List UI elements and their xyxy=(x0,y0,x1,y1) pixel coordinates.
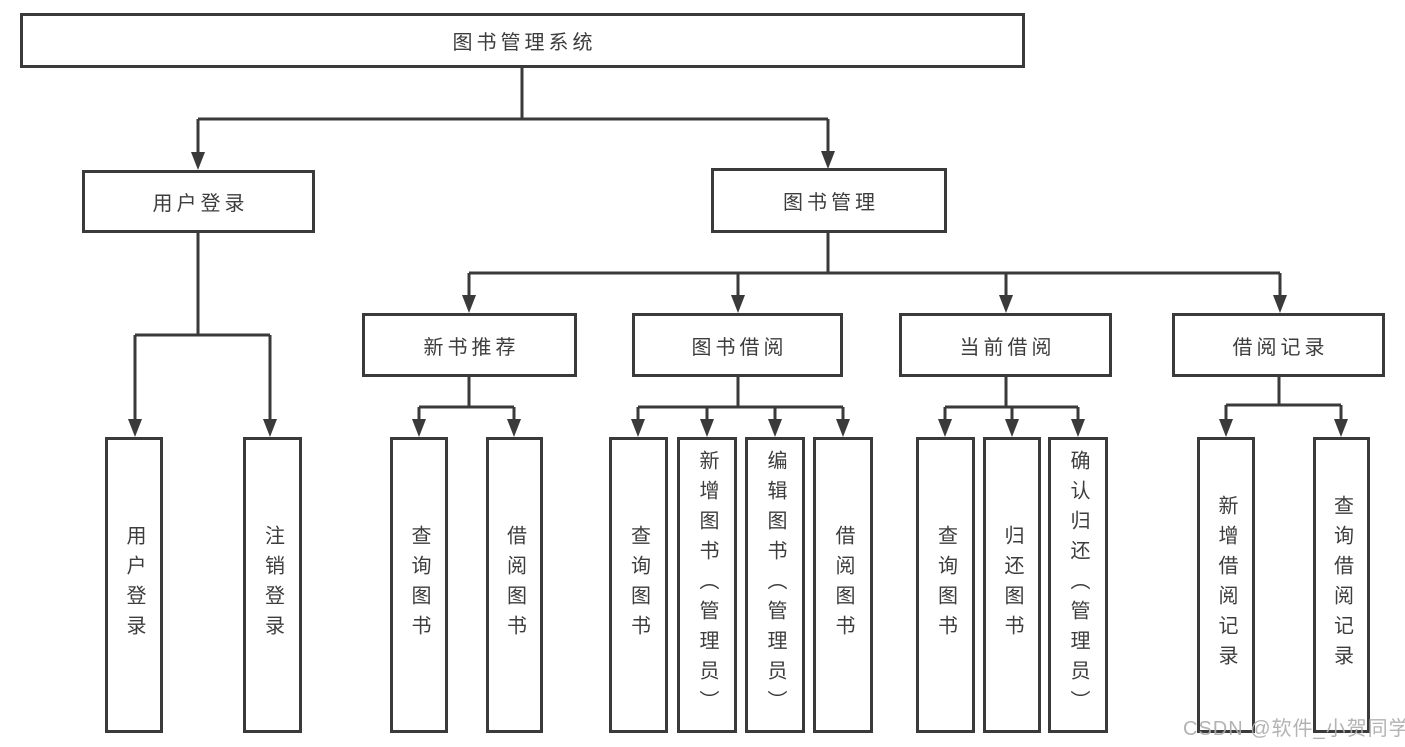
node-query-books-2: 查询图书 xyxy=(609,437,668,733)
node-user-login: 用户登录 xyxy=(82,170,315,233)
node-book-mgmt-label: 图书管理 xyxy=(783,192,879,214)
node-confirm-return-admin-label: 确认归还（管理员） xyxy=(1067,450,1089,720)
arrow-icon xyxy=(731,295,745,313)
node-new-book-recommend: 新书推荐 xyxy=(362,313,577,377)
node-confirm-return-admin: 确认归还（管理员） xyxy=(1048,437,1108,733)
arrowheads xyxy=(128,151,1348,437)
arrow-icon xyxy=(412,419,426,437)
node-add-books-admin-label: 新增图书（管理员） xyxy=(696,450,718,720)
node-return-books: 归还图书 xyxy=(983,437,1041,733)
edge-new-book-to-children xyxy=(417,377,516,420)
edge-borrow-record-to-children xyxy=(1224,377,1343,420)
arrow-icon xyxy=(1071,419,1085,437)
node-borrow-books-1: 借阅图书 xyxy=(486,437,543,733)
arrow-icon xyxy=(1219,419,1233,437)
node-current-borrow-label: 当前借阅 xyxy=(959,336,1056,359)
arrow-icon xyxy=(821,151,835,169)
node-book-borrow: 图书借阅 xyxy=(632,313,843,377)
arrow-icon xyxy=(768,419,782,437)
arrow-icon xyxy=(1334,419,1348,437)
node-add-books-admin: 新增图书（管理员） xyxy=(677,437,737,733)
arrow-icon xyxy=(999,295,1013,313)
arrow-icon xyxy=(128,419,142,437)
arrow-icon xyxy=(631,419,645,437)
arrow-icon xyxy=(700,419,714,437)
edge-user-login-to-children xyxy=(133,233,272,420)
node-borrow-books-2-label: 借阅图书 xyxy=(832,525,854,645)
arrow-icon xyxy=(938,419,952,437)
node-user-login-label: 用户登录 xyxy=(152,193,249,215)
node-add-borrow-record: 新增借阅记录 xyxy=(1197,437,1255,733)
arrow-icon xyxy=(462,295,476,313)
edge-current-borrow-to-children xyxy=(943,377,1080,420)
arrow-icon xyxy=(836,419,850,437)
arrow-icon xyxy=(263,419,277,437)
arrow-icon xyxy=(507,419,521,437)
node-user-login-action: 用户登录 xyxy=(105,437,163,733)
node-query-books-2-label: 查询图书 xyxy=(627,525,650,645)
arrow-icon xyxy=(1005,419,1019,437)
node-query-books-3: 查询图书 xyxy=(916,437,975,733)
node-query-borrow-record-label: 查询借阅记录 xyxy=(1330,495,1353,675)
node-root: 图书管理系统 xyxy=(20,13,1025,68)
node-current-borrow: 当前借阅 xyxy=(899,313,1112,377)
node-query-borrow-record: 查询借阅记录 xyxy=(1313,437,1370,733)
node-book-mgmt: 图书管理 xyxy=(711,168,947,233)
node-edit-books-admin-label: 编辑图书（管理员） xyxy=(764,450,786,720)
arrow-icon xyxy=(1273,295,1287,313)
node-book-borrow-label: 图书借阅 xyxy=(691,336,788,359)
node-root-label: 图书管理系统 xyxy=(452,32,597,54)
node-borrow-books-1-label: 借阅图书 xyxy=(503,525,526,645)
arrow-icon xyxy=(191,152,205,170)
node-borrow-record-label: 借阅记录 xyxy=(1232,336,1329,359)
node-edit-books-admin: 编辑图书（管理员） xyxy=(745,437,805,733)
node-query-books-1-label: 查询图书 xyxy=(408,525,430,645)
edge-book-mgmt-to-level3 xyxy=(467,233,1282,296)
node-new-book-recommend-label: 新书推荐 xyxy=(423,336,520,359)
node-return-books-label: 归还图书 xyxy=(1001,525,1023,645)
node-add-borrow-record-label: 新增借阅记录 xyxy=(1215,495,1237,675)
node-user-login-action-label: 用户登录 xyxy=(123,525,145,645)
node-logout-action-label: 注销登录 xyxy=(261,525,284,645)
edge-root-to-level2 xyxy=(196,68,830,153)
edge-book-borrow-to-children xyxy=(636,377,845,420)
node-logout-action: 注销登录 xyxy=(243,437,302,733)
node-borrow-books-2: 借阅图书 xyxy=(813,437,873,733)
node-query-books-3-label: 查询图书 xyxy=(934,525,957,645)
node-borrow-record: 借阅记录 xyxy=(1172,313,1385,377)
node-query-books-1: 查询图书 xyxy=(390,437,448,733)
